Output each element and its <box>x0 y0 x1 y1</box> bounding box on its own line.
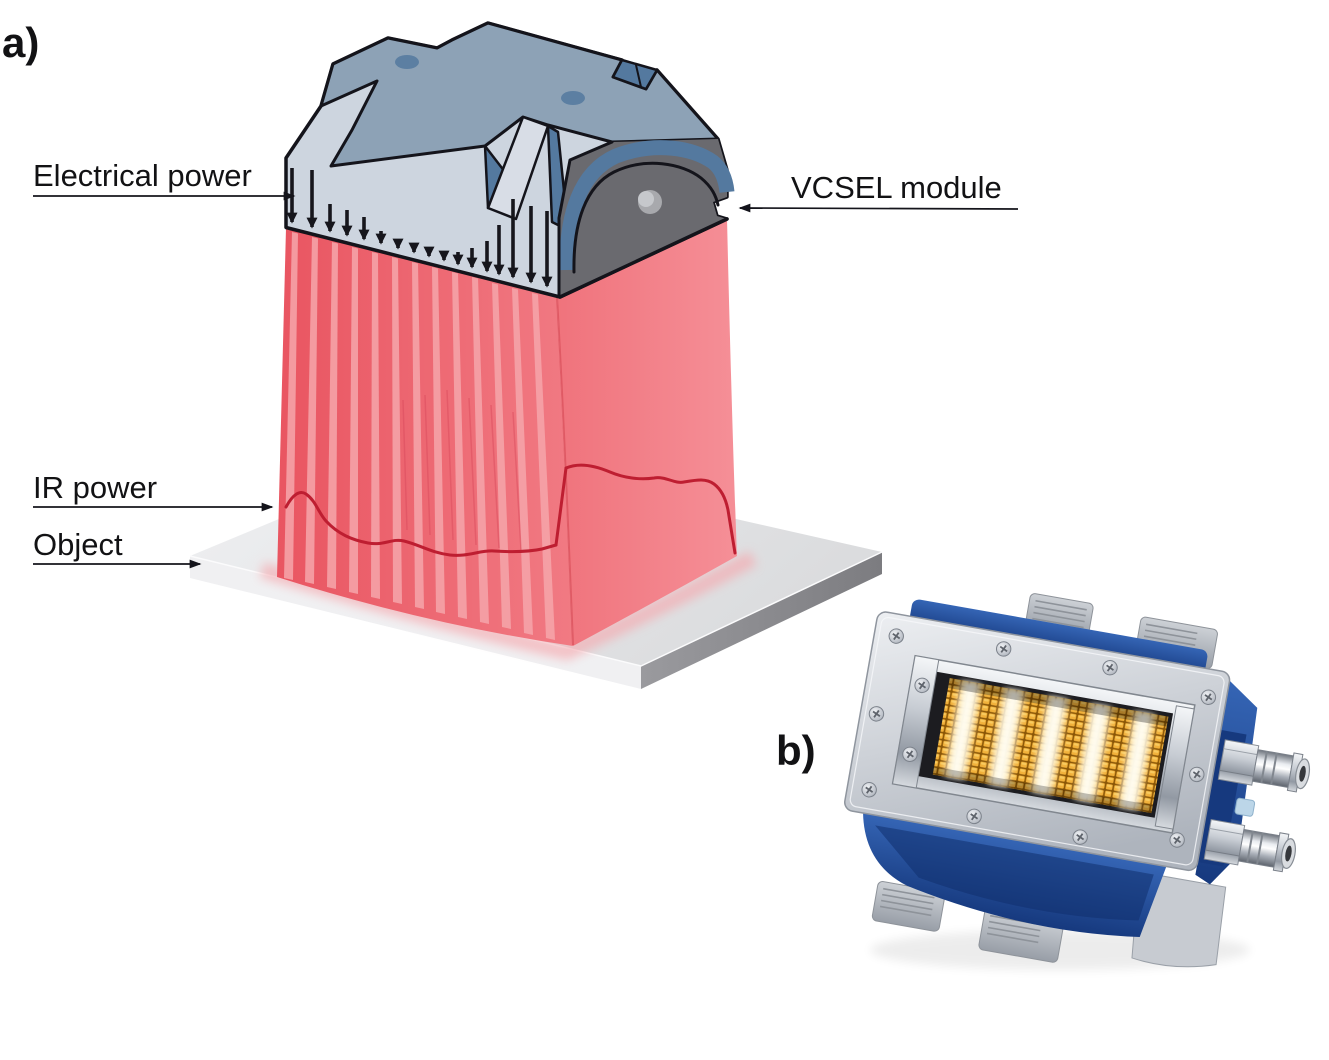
module-hole-top-right <box>561 91 585 105</box>
ir-power-label: IR power <box>33 470 157 505</box>
emitter-glow-stripes <box>940 679 1159 812</box>
module-corner-notch <box>611 58 659 91</box>
object-label: Object <box>33 527 123 562</box>
panel-b: b) <box>776 593 1314 970</box>
electrical-power-label: Electrical power <box>33 158 252 193</box>
ir-power-curve <box>284 463 737 557</box>
panel-a-label: a) <box>2 19 39 66</box>
faceplate <box>844 611 1231 872</box>
emitter-window <box>891 654 1196 834</box>
panel-a: a) <box>2 19 1019 689</box>
module-hole-top-left <box>395 55 419 69</box>
device-foot <box>1131 871 1227 968</box>
vcsel-module-leader <box>738 203 1019 213</box>
beam-stripe-edges <box>402 389 522 551</box>
pneumatic-fittings <box>1203 738 1314 876</box>
vcsel-module <box>284 21 735 299</box>
vcsel-module-label: VCSEL module <box>791 170 1002 205</box>
vcsel-module-photo <box>844 593 1314 968</box>
panel-b-label: b) <box>776 727 816 774</box>
annotations: Electrical power VCSEL module IR power O… <box>33 158 1019 569</box>
ir-beam <box>277 218 737 646</box>
module-dark-face <box>557 139 735 299</box>
electrical-power-arrows-icon <box>286 168 553 288</box>
